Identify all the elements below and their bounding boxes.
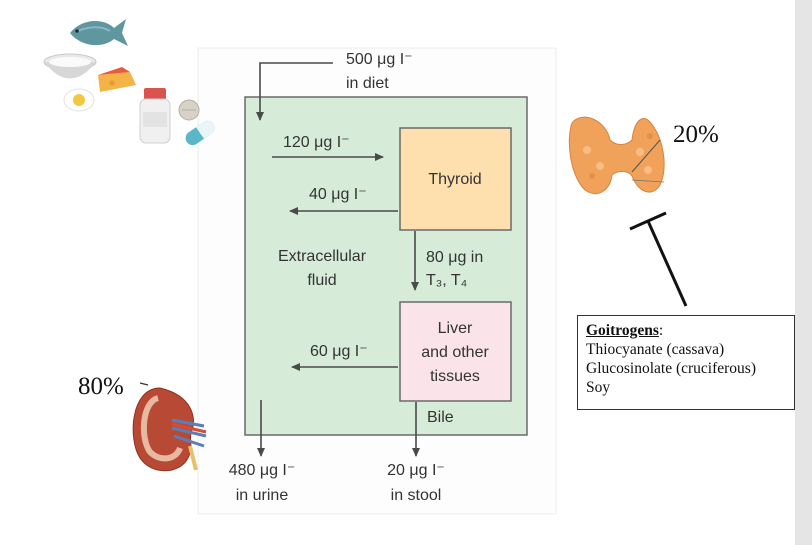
kidney-icon xyxy=(132,382,207,472)
to-thyroid-label: 120 μg I⁻ xyxy=(283,134,350,151)
thyroid-label: Thyroid xyxy=(428,171,481,188)
kidney-percent: 80% xyxy=(78,373,124,400)
capsule-icon xyxy=(185,120,215,146)
goitrogen-item: Soy xyxy=(586,379,611,396)
thyroid-gland-icon xyxy=(568,116,665,195)
liver-label-line3: tissues xyxy=(430,368,480,385)
goitrogen-item: Glucosinolate (cruciferous) xyxy=(586,360,757,377)
urine-amount: 480 μg I⁻ xyxy=(229,462,296,479)
goitrogens-title: Goitrogens xyxy=(586,322,659,339)
thyroid-percent: 20% xyxy=(673,121,719,148)
egg-icon xyxy=(63,88,95,112)
liver-label-line2: and other xyxy=(421,344,489,361)
bile-label: Bile xyxy=(427,409,454,426)
stool-label: in stool xyxy=(391,487,442,504)
thyroid-box xyxy=(399,127,512,231)
supplement-bottle-icon xyxy=(139,88,171,144)
hormone-amount: 80 μg in xyxy=(426,249,483,266)
diet-intake-arrow xyxy=(256,62,333,121)
liver-box xyxy=(399,301,512,402)
extracellular-label-line1: Extracellular xyxy=(278,248,367,265)
inhibition-line xyxy=(646,220,688,307)
bowl-icon xyxy=(43,53,97,79)
liver-label-line1: Liver xyxy=(438,320,473,337)
from-thyroid-label: 40 μg I⁻ xyxy=(309,186,367,203)
stool-amount: 20 μg I⁻ xyxy=(387,462,445,479)
urine-label: in urine xyxy=(236,487,289,504)
extracellular-label-line2: fluid xyxy=(307,272,336,289)
intake-source: in diet xyxy=(346,75,389,92)
cheese-icon xyxy=(98,67,136,92)
intake-amount: 500 μg I⁻ xyxy=(346,51,413,68)
thyroid-pointer-line xyxy=(631,139,661,173)
goitrogens-box: Goitrogens: Thiocyanate (cassava) Glucos… xyxy=(577,315,795,410)
tablet-icon xyxy=(178,99,200,121)
side-panel-strip xyxy=(795,0,812,545)
hormone-type: T₃, T₄ xyxy=(426,272,467,289)
goitrogen-item: Thiocyanate (cassava) xyxy=(586,341,725,358)
fish-icon xyxy=(70,19,128,46)
from-liver-label: 60 μg I⁻ xyxy=(310,343,368,360)
goitrogens-colon: : xyxy=(658,322,664,339)
